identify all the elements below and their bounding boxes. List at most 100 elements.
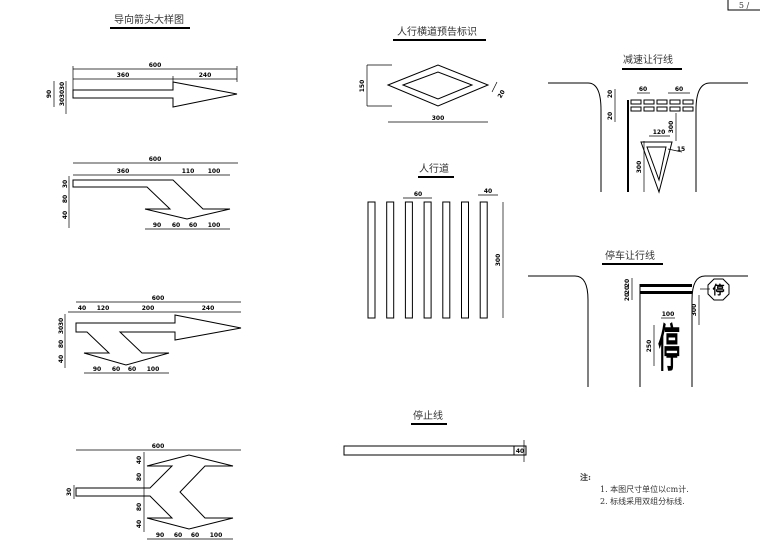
svg-text:40: 40: [62, 211, 69, 219]
svg-text:80: 80: [62, 195, 69, 203]
svg-text:20: 20: [624, 279, 631, 287]
svg-text:600: 600: [152, 443, 165, 450]
arrows-title: 导向箭头大样图: [114, 13, 184, 26]
page-number: 5 /: [739, 1, 750, 10]
svg-text:300: 300: [432, 115, 445, 122]
stop-sign-icon: [707, 278, 730, 301]
slow-yield-marking: 20 20 60 60 300 120 15 300: [548, 82, 748, 194]
svg-text:2. 标线采用双组分标线.: 2. 标线采用双组分标线.: [600, 496, 685, 506]
svg-text:100: 100: [208, 222, 221, 229]
svg-text:60: 60: [675, 86, 683, 93]
svg-text:20: 20: [624, 286, 631, 294]
stop-line: 40: [343, 440, 527, 462]
svg-text:600: 600: [149, 62, 162, 69]
svg-text:300: 300: [495, 254, 502, 267]
svg-text:90: 90: [46, 90, 53, 98]
svg-text:40: 40: [516, 448, 524, 455]
crosswalk-stripe: [461, 201, 469, 319]
svg-text:30: 30: [62, 180, 69, 188]
slow-yield-title: 减速让行线: [623, 53, 673, 66]
svg-text:60: 60: [189, 222, 197, 229]
crosswalk-stripe: [423, 201, 432, 319]
straight-arrow: 600 360 240 90 30 30 30: [46, 62, 238, 114]
svg-text:200: 200: [142, 305, 155, 312]
svg-text:120: 120: [97, 305, 110, 312]
stop-line-title: 停止线: [413, 409, 443, 422]
yield-dash: [656, 99, 668, 105]
turn-arrow: 600 360 110 100 90 60 60 100 30 80 40: [62, 156, 238, 230]
svg-text:90: 90: [93, 366, 101, 373]
crosswalk-title: 人行道: [419, 162, 449, 175]
yield-dash: [669, 106, 681, 112]
svg-text:90: 90: [156, 532, 164, 539]
crosswalk-dims: 60 40 300: [403, 188, 504, 318]
svg-text:30: 30: [58, 318, 65, 326]
notes: 注: 1. 本图尺寸单位以cm计. 2. 标线采用双组分标线.: [580, 472, 689, 506]
stop-yield-marking: 20 20 20 300 停 100 250 停: [528, 275, 748, 387]
left-right-arrow: 600 30 40 80 80 40 90 60 60 100: [66, 443, 241, 540]
svg-text:40: 40: [78, 305, 86, 312]
svg-text:100: 100: [210, 532, 223, 539]
svg-text:20: 20: [607, 90, 614, 98]
svg-text:120: 120: [653, 129, 666, 136]
svg-text:250: 250: [646, 340, 653, 353]
svg-text:300: 300: [691, 304, 698, 317]
yield-dash: [656, 106, 668, 112]
crosswalk-stripe: [386, 201, 395, 319]
svg-text:20: 20: [624, 293, 631, 301]
svg-text:30: 30: [59, 90, 66, 98]
svg-text:300: 300: [668, 121, 675, 134]
svg-text:80: 80: [136, 473, 143, 481]
svg-text:360: 360: [117, 168, 130, 175]
yield-dash: [630, 106, 642, 112]
crosswalk-stripe: [404, 201, 413, 319]
yield-dash: [682, 106, 694, 112]
page-number-box: [727, 0, 760, 11]
svg-text:60: 60: [191, 532, 199, 539]
svg-text:100: 100: [208, 168, 221, 175]
diamond-marking: 150 300 20: [359, 64, 507, 123]
straight-turn-arrow: 600 40 120 200 240 90 60 60 100 30 30 80…: [58, 295, 242, 374]
svg-text:注:: 注:: [580, 472, 591, 482]
svg-text:20: 20: [607, 112, 614, 120]
svg-text:40: 40: [136, 520, 143, 528]
svg-text:90: 90: [153, 222, 161, 229]
svg-text:20: 20: [497, 89, 507, 100]
svg-text:80: 80: [58, 340, 65, 348]
svg-text:240: 240: [199, 72, 212, 79]
yield-dash: [669, 99, 681, 105]
crosswalk-stripe: [442, 201, 451, 319]
svg-text:30: 30: [58, 326, 65, 334]
svg-text:15: 15: [677, 146, 685, 153]
svg-text:300: 300: [636, 161, 643, 174]
stop-sign-text: 停: [712, 282, 724, 297]
svg-text:60: 60: [414, 191, 422, 198]
stop-road-text: 停: [658, 319, 680, 379]
svg-text:1. 本图尺寸单位以cm计.: 1. 本图尺寸单位以cm计.: [600, 484, 689, 494]
svg-text:80: 80: [136, 503, 143, 511]
svg-text:60: 60: [174, 532, 182, 539]
svg-text:600: 600: [152, 295, 165, 302]
svg-text:110: 110: [182, 168, 195, 175]
svg-text:40: 40: [484, 188, 492, 195]
svg-text:40: 40: [58, 355, 65, 363]
yield-dash: [643, 106, 655, 112]
svg-text:600: 600: [149, 156, 162, 163]
yield-dash: [643, 99, 655, 105]
svg-text:30: 30: [59, 98, 66, 106]
yield-dash: [682, 99, 694, 105]
crossing-warning-title: 人行横道预告标识: [397, 25, 477, 38]
svg-text:30: 30: [66, 488, 73, 496]
svg-text:240: 240: [202, 305, 215, 312]
svg-text:30: 30: [59, 82, 66, 90]
crosswalk-stripes: [367, 201, 488, 319]
svg-text:40: 40: [136, 456, 143, 464]
svg-text:360: 360: [117, 72, 130, 79]
crosswalk-stripe: [367, 201, 376, 319]
svg-text:60: 60: [112, 366, 120, 373]
svg-text:100: 100: [147, 366, 160, 373]
yield-dash: [630, 99, 642, 105]
crosswalk-stripe: [479, 201, 488, 319]
stop-yield-title: 停车让行线: [605, 249, 655, 262]
